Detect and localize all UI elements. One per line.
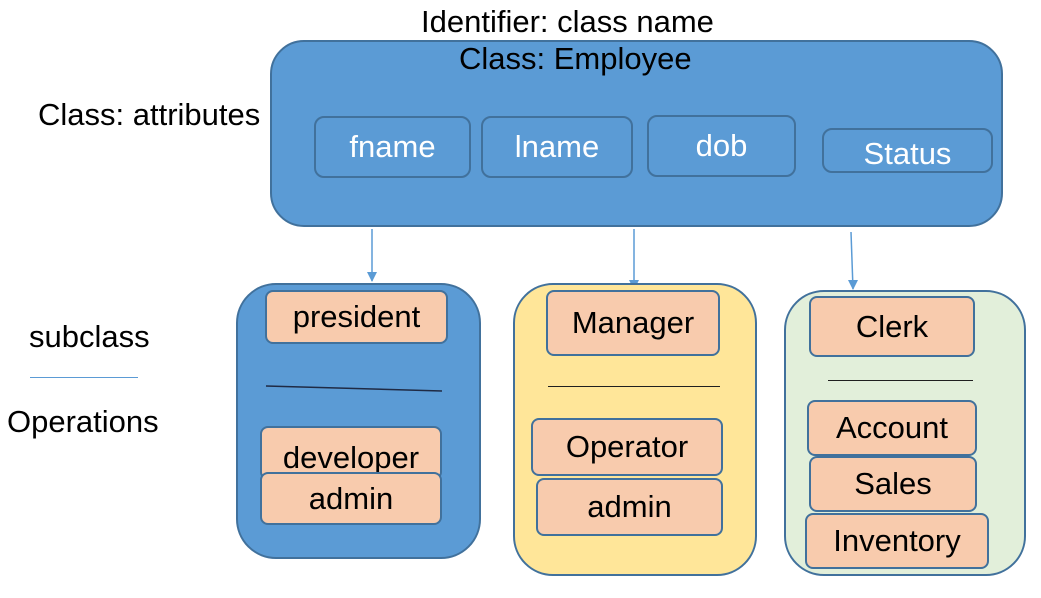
arrowhead-clerk bbox=[848, 280, 858, 290]
separator-manager bbox=[548, 386, 720, 387]
employee-class-box: fname lname dob Status bbox=[270, 40, 1003, 227]
attributes-legend-label: Class: attributes bbox=[38, 97, 261, 132]
subclass-legend-label: subclass bbox=[29, 319, 150, 354]
operations-legend-label: Operations bbox=[7, 404, 159, 439]
legend-divider bbox=[30, 377, 138, 378]
arrow-to-clerk bbox=[850, 231, 854, 290]
arrowhead-president bbox=[367, 272, 377, 282]
identifier-title: Identifier: class name bbox=[421, 4, 714, 39]
operation-account: Account bbox=[807, 400, 977, 456]
subclass-name-president: president bbox=[265, 290, 448, 344]
separator-clerk bbox=[828, 380, 973, 381]
class-title: Class: Employee bbox=[459, 41, 692, 76]
attribute-lname: lname bbox=[481, 116, 633, 178]
operation-developer: developer bbox=[260, 426, 442, 480]
operation-operator: Operator bbox=[531, 418, 723, 476]
subclass-name-clerk: Clerk bbox=[809, 296, 975, 357]
attribute-dob: dob bbox=[647, 115, 796, 177]
operation-inventory: Inventory bbox=[805, 513, 989, 569]
operation-admin-manager: admin bbox=[536, 478, 723, 536]
attribute-fname: fname bbox=[314, 116, 471, 178]
subclass-name-manager: Manager bbox=[546, 290, 720, 356]
operation-admin-president: admin bbox=[260, 472, 442, 525]
attribute-status: Status bbox=[822, 128, 993, 173]
operation-sales: Sales bbox=[809, 456, 977, 512]
